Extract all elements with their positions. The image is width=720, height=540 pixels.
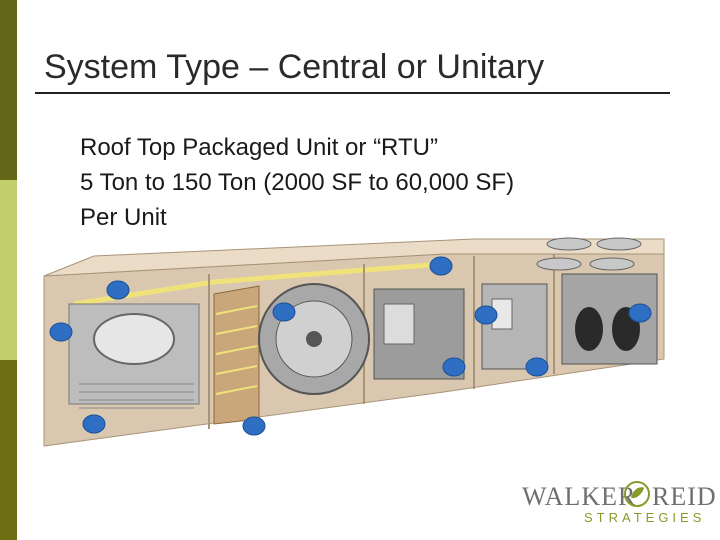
hotspot-marker[interactable] <box>242 416 266 436</box>
slide-title: System Type – Central or Unitary <box>44 48 545 86</box>
condenser-fan <box>546 237 592 251</box>
side-accent-bar-middle <box>0 180 17 360</box>
condenser-fan <box>536 257 582 271</box>
logo-tagline: STRATEGIES <box>584 510 706 525</box>
bullet-list: Roof Top Packaged Unit or “RTU” 5 Ton to… <box>80 130 514 235</box>
supply-fan-wheel <box>93 313 175 365</box>
insulation-strip <box>73 261 445 307</box>
hotspot-marker[interactable] <box>106 280 130 300</box>
condenser-fan <box>589 257 635 271</box>
blower-axle <box>306 331 322 347</box>
title-underline <box>35 92 670 94</box>
hotspot-marker[interactable] <box>429 256 453 276</box>
rooftop-unit-cutaway-illustration <box>43 237 665 447</box>
gas-burner <box>383 303 415 345</box>
side-accent-bar-bottom <box>0 360 17 540</box>
hotspot-marker[interactable] <box>442 357 466 377</box>
logo-word-left: WALKER <box>522 482 637 511</box>
logo-word-right: REID <box>652 482 717 511</box>
evaporator-coil <box>213 285 260 425</box>
hotspot-marker[interactable] <box>82 414 106 434</box>
company-logo: WALKER REID STRATEGIES <box>522 480 716 530</box>
bullet-item: 5 Ton to 150 Ton (2000 SF to 60,000 SF) <box>80 169 515 196</box>
side-accent-bar-top <box>0 0 17 180</box>
bullet-item: Per Unit <box>80 204 167 231</box>
hotspot-marker[interactable] <box>272 302 296 322</box>
hotspot-marker[interactable] <box>474 305 498 325</box>
condenser-fan <box>596 237 642 251</box>
hotspot-marker[interactable] <box>628 303 652 323</box>
hotspot-marker[interactable] <box>525 357 549 377</box>
unit-roof <box>43 238 665 277</box>
compressor <box>575 307 603 351</box>
hotspot-marker[interactable] <box>49 322 73 342</box>
bullet-item: Roof Top Packaged Unit or “RTU” <box>80 134 438 161</box>
logo-leaf-icon <box>624 481 650 507</box>
